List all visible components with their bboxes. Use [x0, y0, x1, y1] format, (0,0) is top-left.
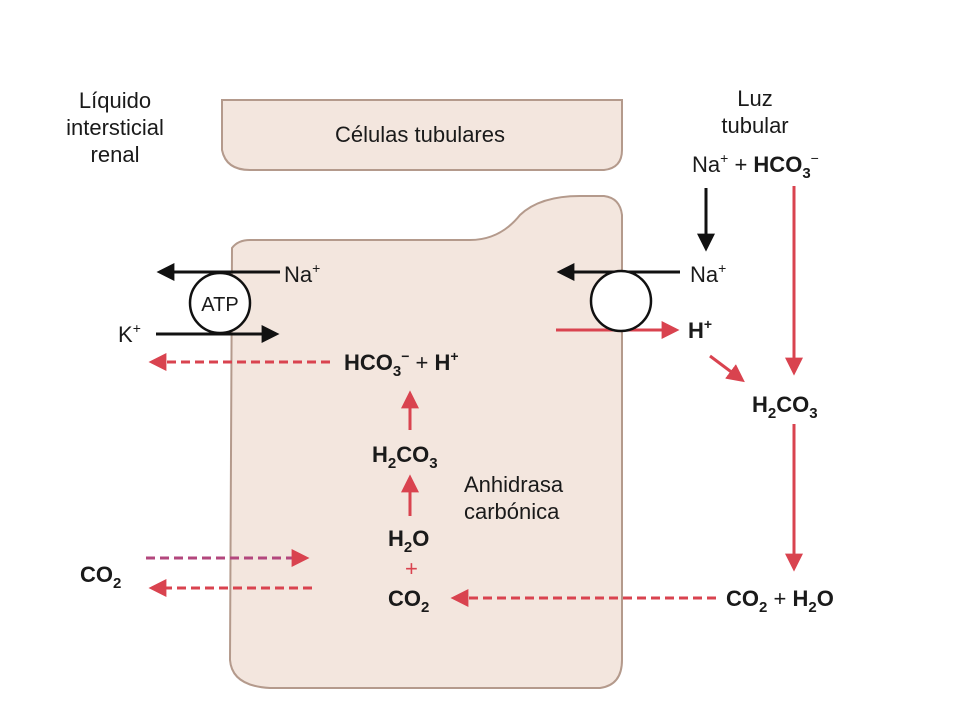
antiporter-icon — [589, 269, 653, 333]
lumen-h2co3: H2CO3 — [752, 392, 818, 422]
cell-hco3-h: HCO3− + H+ — [344, 348, 459, 380]
interstitial-label-line2: intersticial — [66, 115, 164, 140]
lumen-label-line2: tubular — [721, 113, 788, 138]
interstitial-na: Na+ — [284, 260, 320, 287]
lumen-na: Na+ — [690, 260, 726, 287]
h-to-h2co3-arrow — [709, 354, 745, 383]
interstitial-co2: CO2 — [80, 562, 121, 592]
lumen-label-line1: Luz — [737, 86, 772, 111]
enzyme-label-line2: carbónica — [464, 499, 560, 524]
cell-h2o: H2O — [388, 526, 429, 556]
lumen-h-plus: H+ — [688, 316, 712, 343]
lumen-co2-h2o: CO2 + H2O — [726, 586, 834, 616]
interstitial-label-line1: Líquido — [79, 88, 151, 113]
atp-pump-icon — [188, 271, 252, 335]
tubular-cell-main — [228, 195, 623, 689]
tubular-cell-top — [221, 99, 623, 171]
cell-h2co3: H2CO3 — [372, 442, 438, 472]
cell-co2: CO2 — [388, 586, 429, 616]
atp-label: ATP — [201, 294, 238, 316]
cell-plus: + — [405, 556, 418, 581]
lumen-na-hco3: Na+ + HCO3− — [692, 150, 819, 182]
enzyme-label-line1: Anhidrasa — [464, 472, 564, 497]
interstitial-label-line3: renal — [91, 142, 140, 167]
interstitial-k: K+ — [118, 320, 141, 347]
cells-label: Células tubulares — [335, 122, 505, 147]
